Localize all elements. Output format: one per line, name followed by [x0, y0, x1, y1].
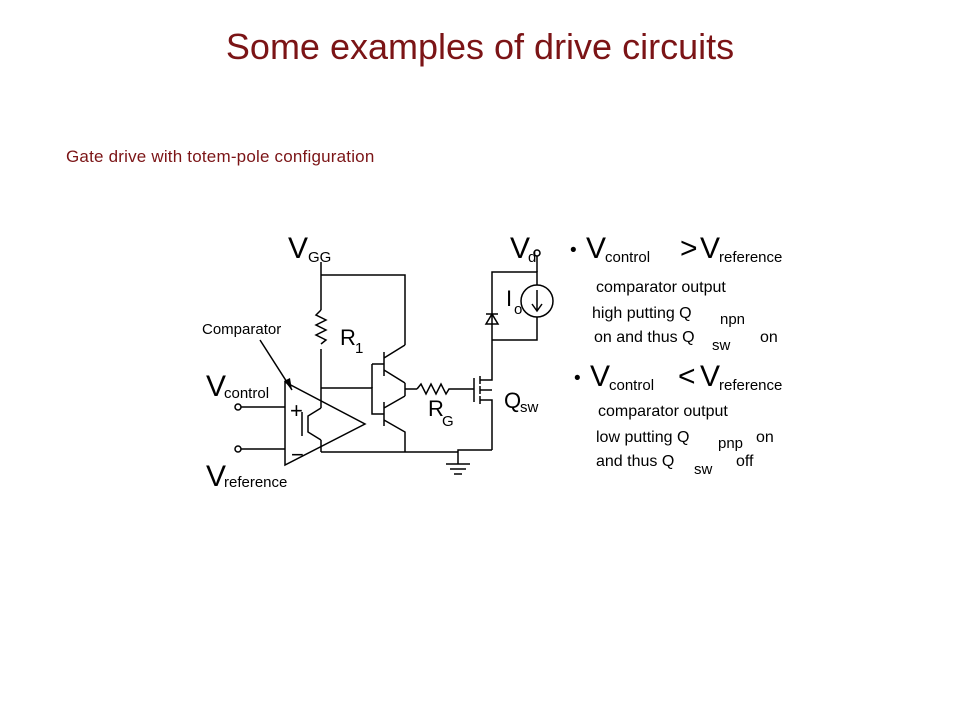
ground-symbol [446, 463, 470, 475]
rg-label: R [428, 396, 444, 421]
comparator-label: Comparator [202, 321, 281, 338]
condition-high-lhs-subscript: control [605, 249, 650, 266]
condition-low-line3: and thus Q [596, 453, 674, 470]
condition-high-rhs-subscript: reference [719, 249, 782, 266]
comparator-callout-arrowhead [284, 378, 292, 390]
rg-label-subscript: G [442, 413, 454, 430]
io-label: I [506, 286, 512, 311]
condition-high-line2: high putting Q [592, 305, 692, 322]
comparator-symbol [284, 380, 367, 467]
r1-label-subscript: 1 [355, 340, 363, 357]
condition-low-line3-suffix: off [736, 453, 754, 470]
condition-high-relation: > [680, 232, 698, 265]
io-label-subscript: o [514, 301, 522, 318]
condition-low-rhs-subscript: reference [719, 377, 782, 394]
condition-high-lhs: V [586, 232, 606, 265]
condition-low-relation: < [678, 360, 696, 393]
vreference-label: V [206, 460, 226, 493]
base-drive-wire [321, 387, 384, 415]
comparator-internal-transistor [301, 407, 322, 452]
condition-high-line3: on and thus Q [594, 329, 695, 346]
condition-high-rhs: V [700, 232, 720, 265]
condition-high-line3-subscript: sw [712, 337, 731, 354]
ground-rail [321, 449, 492, 464]
vd-label-subscript: d [528, 249, 536, 266]
plus-input-sign: + [290, 398, 303, 423]
condition-high-bullet: • [570, 240, 577, 261]
vgg-label: V [288, 232, 308, 265]
r1-label: R [340, 325, 356, 350]
freewheel-diode [484, 312, 500, 325]
vcontrol-label: V [206, 370, 226, 403]
vreference-label-subscript: reference [224, 474, 287, 491]
slide-title: Some examples of drive circuits [225, 26, 735, 67]
condition-low: • V control < V reference comparator out… [574, 360, 782, 478]
qsw-label-subscript: sw [520, 399, 539, 416]
slide-subtitle: Gate drive with totem-pole configuration [66, 147, 375, 166]
qsw-label: Q [504, 388, 521, 413]
vcontrol-label-subscript: control [224, 385, 269, 402]
load-top-wire [491, 271, 538, 305]
pnp-transistor [383, 395, 406, 450]
condition-low-line2-suffix: on [756, 429, 774, 446]
condition-low-rhs: V [700, 360, 720, 393]
load-current-arrow [531, 290, 543, 313]
condition-low-lhs: V [590, 360, 610, 393]
condition-low-lhs-subscript: control [609, 377, 654, 394]
condition-low-line2: low putting Q [596, 429, 689, 446]
load-bottom-wire [492, 317, 538, 341]
circuit-labels: V GG V d I o R 1 R G Q sw Comparator V c… [202, 232, 539, 493]
reference-input-terminal [234, 445, 242, 453]
mosfet-terminals [480, 340, 493, 450]
condition-low-bullet: • [574, 368, 581, 389]
condition-low-line1: comparator output [598, 403, 728, 420]
supply-top-rail [321, 274, 406, 345]
vd-label: V [510, 232, 530, 265]
vgg-label-subscript: GG [308, 249, 331, 266]
minus-input-sign: − [291, 442, 304, 467]
control-input-terminal [234, 403, 242, 411]
npn-transistor [383, 344, 406, 384]
condition-low-line3-subscript: sw [694, 461, 713, 478]
condition-low-line2-subscript: pnp [718, 435, 743, 452]
r1-resistor [314, 309, 328, 345]
condition-high-line3-suffix: on [760, 329, 778, 346]
gate-resistor [416, 382, 474, 396]
condition-high-line2-subscript: npn [720, 311, 745, 328]
condition-high-line1: comparator output [596, 279, 726, 296]
condition-high: • V control > V reference comparator out… [570, 232, 782, 354]
